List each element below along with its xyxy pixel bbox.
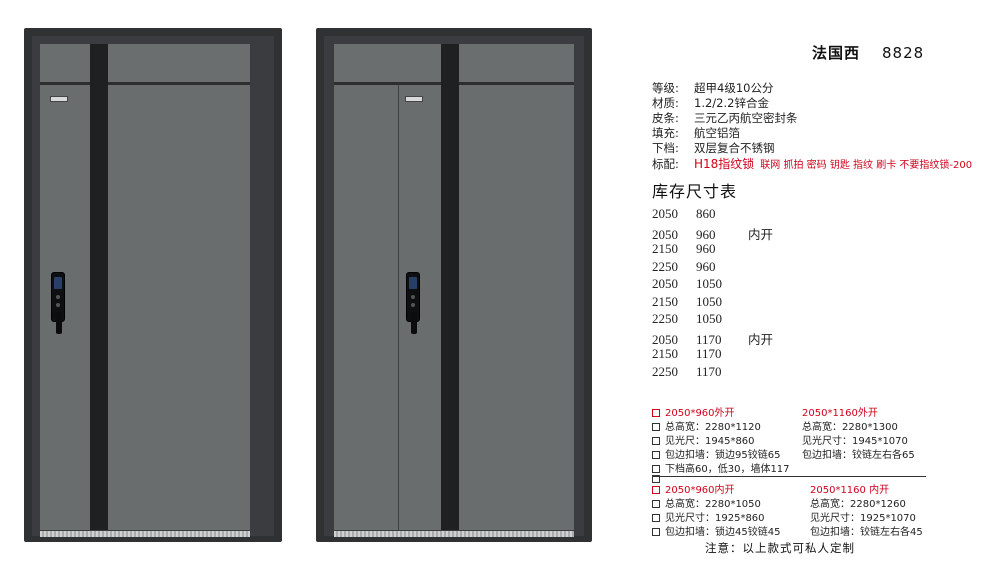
checkbox-icon	[652, 500, 660, 508]
product-title: 法国西 8828	[812, 42, 924, 63]
spec-row-filling: 填充: 航空铝箔	[652, 125, 740, 141]
stock-row: 2050 1170 内开	[652, 329, 773, 348]
spec-value: 超甲4级10公分	[694, 81, 774, 95]
size-block-a-line	[652, 474, 665, 485]
stock-width: 960	[696, 241, 716, 256]
product-model: 8828	[882, 44, 925, 62]
spec-extra: 联网 抓拍 密码 钥匙 指纹 刷卡 不要指纹锁-200	[760, 160, 973, 171]
stock-row: 2050 860	[652, 206, 748, 222]
stock-height: 2150	[652, 241, 678, 256]
size-block-d-line: 包边扣墙：铰链左右各45	[810, 527, 923, 538]
size-block-d-line: 见光尺寸：1925*1070	[810, 513, 916, 524]
stock-row: 2150 1050	[652, 294, 748, 310]
stock-width: 1050	[696, 293, 722, 309]
spec-value: 1.2/2.2锌合金	[694, 96, 769, 110]
stock-height: 2050	[652, 206, 678, 221]
product-name: 法国西	[812, 44, 861, 62]
spec-key: 填充:	[652, 126, 679, 140]
stock-row: 2250 960	[652, 259, 748, 275]
size-block-a-title: 2050*960外开	[652, 404, 735, 419]
spec-row-material: 材质: 1.2/2.2锌合金	[652, 95, 769, 111]
double-door-stripe	[441, 44, 459, 530]
size-block-d-title: 2050*1160 内开	[810, 485, 890, 496]
stock-height: 2250	[652, 311, 678, 326]
spec-row-seal: 皮条: 三元乙丙航空密封条	[652, 110, 798, 126]
checkbox-icon	[652, 409, 660, 417]
single-door-transom	[40, 44, 250, 85]
stock-height: 2250	[652, 363, 678, 379]
stock-height: 2050	[652, 276, 678, 291]
stock-row: 2250 1170	[652, 364, 748, 380]
double-door-threshold	[334, 531, 574, 537]
stock-width: 960	[696, 226, 716, 242]
single-door-leaf	[40, 85, 250, 530]
checkbox-icon	[652, 475, 660, 483]
size-block-b-title: 2050*1160外开	[802, 408, 878, 419]
spec-row-bottom-rail: 下档: 双层复合不锈钢	[652, 140, 775, 156]
spec-value: 双层复合不锈钢	[694, 141, 775, 155]
spec-key: 等级:	[652, 81, 679, 95]
stock-row: 2150 1170	[652, 346, 748, 362]
spec-key: 标配:	[652, 157, 679, 171]
checkbox-icon	[652, 486, 660, 494]
spec-value: H18指纹锁	[694, 157, 755, 171]
single-door-stripe	[90, 44, 108, 530]
checkbox-icon	[652, 423, 660, 431]
single-door-threshold	[40, 531, 250, 537]
custom-note: 注意：以上款式可私人定制	[705, 541, 855, 555]
size-block-a-line: 总高宽：2280*1120	[652, 418, 761, 433]
checkbox-icon	[652, 465, 660, 473]
single-door-logo-badge	[50, 96, 68, 102]
stock-height: 2250	[652, 258, 678, 274]
stock-row: 2050 960 内开	[652, 224, 773, 243]
spec-key: 下档:	[652, 141, 679, 155]
stock-note: 内开	[748, 331, 774, 347]
checkbox-icon	[652, 528, 660, 536]
door-handle-icon	[411, 312, 417, 334]
size-block-b-line: 见光尺寸：1945*1070	[802, 436, 908, 447]
stock-width: 860	[696, 206, 716, 221]
checkbox-icon	[652, 451, 660, 459]
double-door-logo-badge	[405, 96, 423, 102]
size-block-c-line: 包边扣墙：锁边45铰链45	[652, 523, 780, 538]
spec-value: 三元乙丙航空密封条	[694, 111, 798, 125]
checkbox-icon	[652, 437, 660, 445]
size-block-b-line: 包边扣墙：铰链左右各65	[802, 450, 915, 461]
stock-note: 内开	[748, 226, 774, 242]
size-block-c-line: 总高宽：2280*1050	[652, 495, 761, 510]
stock-table-title: 库存尺寸表	[652, 182, 738, 201]
stock-height: 2050	[652, 226, 678, 242]
size-block-a-line: 见光尺：1945*860	[652, 432, 755, 447]
stock-width: 1050	[696, 276, 722, 291]
checkbox-icon	[652, 514, 660, 522]
size-block-b-line: 总高宽：2280*1300	[802, 422, 898, 433]
spec-key: 皮条:	[652, 111, 679, 125]
section-divider	[652, 476, 926, 477]
stock-height: 2150	[652, 293, 678, 309]
stock-row: 2050 1050	[652, 276, 748, 292]
double-door-seam	[398, 85, 399, 530]
stock-height: 2150	[652, 346, 678, 361]
spec-value: 航空铝箔	[694, 126, 740, 140]
stock-width: 1170	[696, 346, 722, 361]
size-block-c-line: 见光尺寸：1925*860	[652, 509, 765, 524]
stock-width: 960	[696, 258, 716, 274]
size-block-a-line: 下档高60，低30，墙体117	[652, 460, 790, 475]
stock-row: 2150 960	[652, 241, 748, 257]
door-handle-icon	[56, 312, 62, 334]
spec-row-standard: 标配: H18指纹锁联网 抓拍 密码 钥匙 指纹 刷卡 不要指纹锁-200	[652, 155, 972, 172]
size-block-d-line: 总高宽：2280*1260	[810, 499, 906, 510]
stock-width: 1170	[696, 363, 722, 379]
spec-key: 材质:	[652, 96, 679, 110]
stock-height: 2050	[652, 331, 678, 347]
stock-width: 1050	[696, 311, 722, 326]
size-block-a-line: 包边扣墙：锁边95铰链65	[652, 446, 780, 461]
stock-width: 1170	[696, 331, 722, 347]
size-block-c-title: 2050*960内开	[652, 481, 735, 496]
stock-row: 2250 1050	[652, 311, 748, 327]
spec-row-grade: 等级: 超甲4级10公分	[652, 80, 773, 96]
